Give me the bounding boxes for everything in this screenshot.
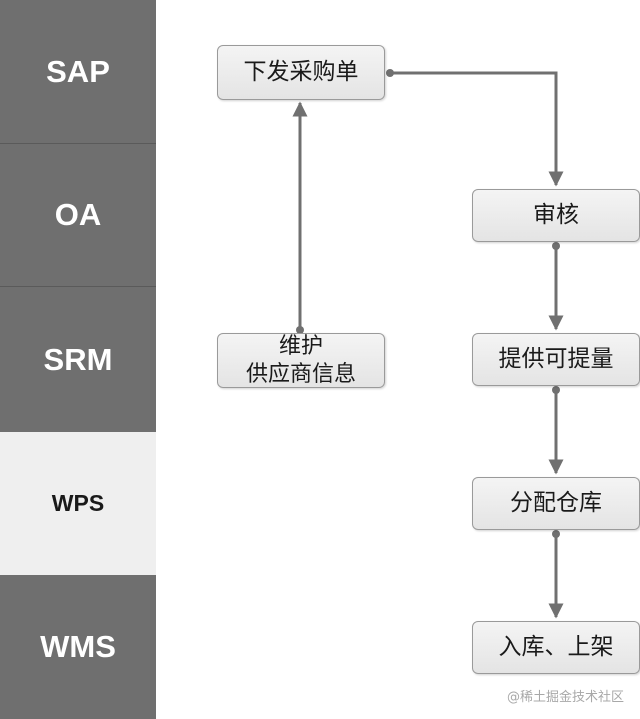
lane-sap: SAP [0,0,156,143]
node-provide-quantity-label: 提供可提量 [498,346,614,373]
watermark: @稀土掘金技术社区 [506,690,624,705]
lane-label-sap: SAP [46,53,110,89]
connector-po-to-review [386,69,564,187]
node-maintain-supplier-info: 维护 供应商信息 [217,333,385,388]
connector-qty-to-allocate [548,386,564,475]
lane-label-wps: WPS [51,490,105,516]
lane-oa: OA [0,143,156,286]
lane-label-srm: SRM [43,341,113,377]
connector-allocate-to-inbound [548,530,564,619]
node-review-label: 审核 [533,202,579,229]
node-maintain-supplier-line2: 供应商信息 [245,361,356,387]
node-allocate-warehouse-label: 分配仓库 [510,490,602,517]
node-inbound-shelve: 入库、上架 [472,621,640,674]
node-issue-purchase-order: 下发采购单 [217,45,385,100]
lane-label-wms: WMS [40,629,116,664]
lane-srm: SRM [0,286,156,432]
node-inbound-shelve-label: 入库、上架 [498,634,614,661]
lane-wms: WMS [0,575,156,719]
node-issue-purchase-order-label: 下发采购单 [243,59,359,86]
connector-review-to-qty [548,242,564,331]
lane-wps: WPS [0,432,156,575]
connector-supplier-to-po [292,101,308,334]
lane-label-oa: OA [54,197,102,232]
node-maintain-supplier-line1: 维护 [278,334,323,359]
node-review: 审核 [472,189,640,242]
node-provide-quantity: 提供可提量 [472,333,640,386]
node-allocate-warehouse: 分配仓库 [472,477,640,530]
